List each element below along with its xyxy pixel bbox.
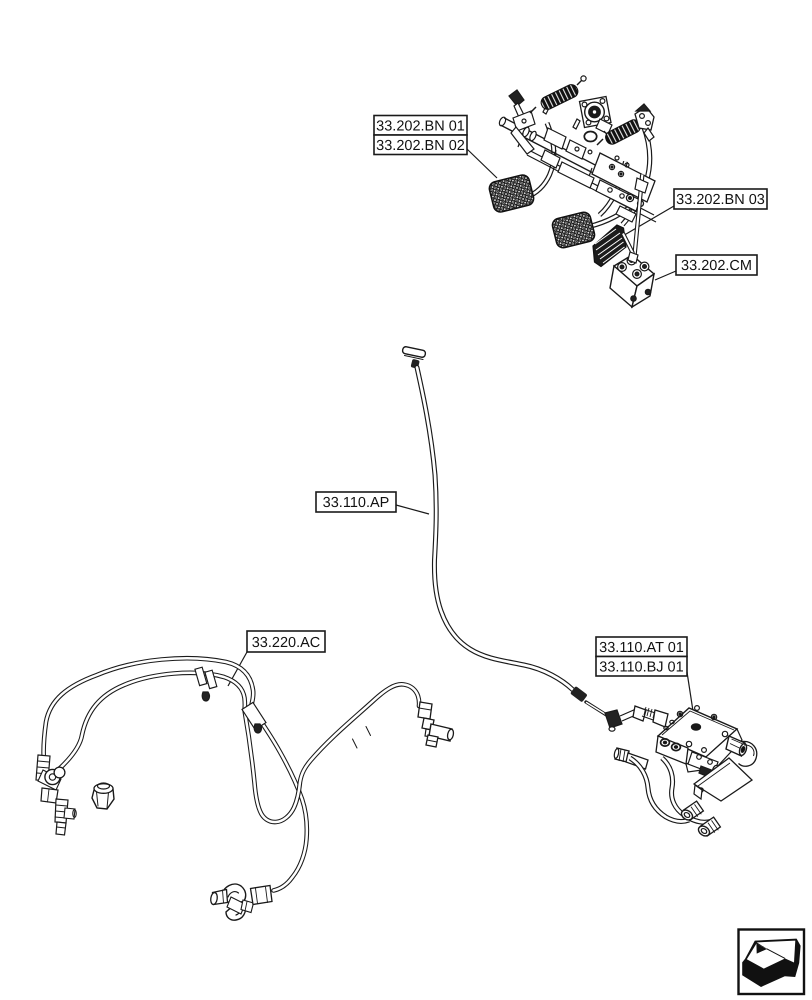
svg-text:33.110.BJ 01: 33.110.BJ 01	[599, 660, 683, 676]
svg-text:33.110.AP: 33.110.AP	[323, 495, 390, 511]
svg-text:33.202.BN 01: 33.202.BN 01	[376, 119, 465, 135]
svg-text:33.202.BN 02: 33.202.BN 02	[376, 138, 465, 154]
svg-text:33.110.AT 01: 33.110.AT 01	[599, 640, 684, 656]
svg-text:33.202.CM: 33.202.CM	[681, 258, 752, 274]
svg-text:33.220.AC: 33.220.AC	[252, 635, 321, 651]
svg-text:33.202.BN 03: 33.202.BN 03	[676, 192, 765, 208]
